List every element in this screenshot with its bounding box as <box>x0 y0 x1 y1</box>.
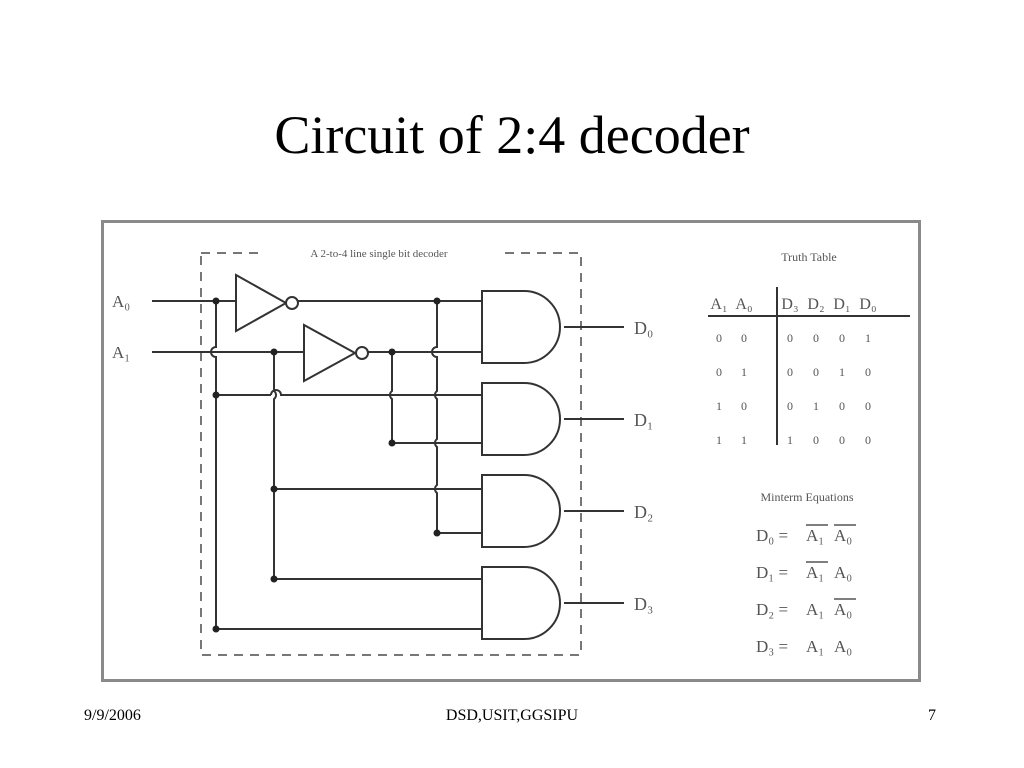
truth-table-cell: 0 <box>787 331 793 345</box>
truth-table-cell: 1 <box>716 399 722 413</box>
truth-table-cell: 0 <box>716 365 722 379</box>
output-label-d0: D₀ <box>634 318 653 338</box>
truth-table-header: D₂ <box>807 296 824 313</box>
output-label-d2: D₂ <box>634 502 653 522</box>
equation-term: A₁ <box>806 526 824 545</box>
and-gate-d3 <box>481 566 561 640</box>
truth-table-cell: 0 <box>839 433 845 447</box>
truth-table-cell: 0 <box>813 433 819 447</box>
minterm-title: Minterm Equations <box>761 490 854 504</box>
minterm-equation: D₃ = A₁ A₀ <box>756 637 852 656</box>
truth-table-cell: 0 <box>865 433 871 447</box>
input-label-a1: A₁ <box>112 343 130 362</box>
footer-page-number: 7 <box>928 707 936 724</box>
truth-table-cell: 0 <box>741 331 747 345</box>
equation-term: A₁ <box>806 563 824 582</box>
not-gate-a1 <box>303 323 369 383</box>
minterm-equations: Minterm Equations D₀ = A₁ A₀ D₁ = A₁ A₀ D₂ = A₁… <box>756 490 856 656</box>
truth-table-cell: 0 <box>865 399 871 413</box>
truth-table-header: A₁ <box>710 296 727 313</box>
truth-table-cell: 0 <box>787 399 793 413</box>
footer-date: 9/9/2006 <box>84 707 141 724</box>
truth-table-cell: 1 <box>787 433 793 447</box>
equation-lhs: D₂ = <box>756 600 788 619</box>
truth-table-cell: 1 <box>741 365 747 379</box>
and-gate-d1 <box>481 382 561 456</box>
truth-table-cell: 0 <box>813 365 819 379</box>
footer-center: DSD,USIT,GGSIPU <box>445 707 579 724</box>
truth-table-header: A₀ <box>735 296 752 313</box>
equation-term: A₀ <box>834 637 852 656</box>
truth-table-row: 1 0 0 1 0 0 <box>716 399 871 413</box>
input-label-a0: A₀ <box>112 292 130 311</box>
slide-title: Circuit of 2:4 decoder <box>274 105 750 165</box>
decoder-figure: A 2-to-4 line single bit decoder <box>101 220 921 682</box>
truth-table-cell: 1 <box>865 331 871 345</box>
decoder-boundary <box>200 252 582 656</box>
truth-table-header: D₃ <box>781 296 798 313</box>
truth-table-header: D₁ <box>833 296 850 313</box>
truth-table-cell: 0 <box>787 365 793 379</box>
truth-table-row: 0 0 0 0 0 1 <box>716 331 871 345</box>
junction-dots <box>212 297 441 633</box>
truth-table-header: D₀ <box>859 296 876 313</box>
truth-table-cell: 0 <box>839 331 845 345</box>
truth-table-cell: 0 <box>813 331 819 345</box>
truth-table-cell: 1 <box>716 433 722 447</box>
decoder-block-label: A 2-to-4 line single bit decoder <box>310 248 447 260</box>
and-gate-d2 <box>481 474 561 548</box>
not-gate-a0 <box>235 273 299 333</box>
equation-lhs: D₁ = <box>756 563 788 582</box>
truth-table-row: 1 1 1 0 0 0 <box>716 433 871 447</box>
minterm-equation: D₂ = A₁ A₀ <box>756 598 856 619</box>
truth-table-title: Truth Table <box>781 250 837 264</box>
equation-term: A₁ <box>806 637 824 656</box>
decoder-circuit-diagram: A 2-to-4 line single bit decoder <box>112 243 910 656</box>
truth-table-cell: 0 <box>865 365 871 379</box>
output-label-d3: D₃ <box>634 594 653 614</box>
minterm-equation: D₀ = A₁ A₀ <box>756 524 856 545</box>
equation-term: A₁ <box>806 600 824 619</box>
output-label-d1: D₁ <box>634 410 653 430</box>
equation-lhs: D₀ = <box>756 526 788 545</box>
truth-table-cell: 0 <box>839 399 845 413</box>
and-gate-d0 <box>481 290 561 364</box>
wires <box>152 300 624 630</box>
equation-term: A₀ <box>834 600 852 619</box>
equation-term: A₀ <box>834 526 852 545</box>
truth-table-cell: 1 <box>839 365 845 379</box>
truth-table-cell: 1 <box>813 399 819 413</box>
equation-lhs: D₃ = <box>756 637 788 656</box>
truth-table-row: 0 1 0 0 1 0 <box>716 365 871 379</box>
truth-table-cell: 0 <box>716 331 722 345</box>
truth-table-cell: 1 <box>741 433 747 447</box>
equation-term: A₀ <box>834 563 852 582</box>
truth-table-cell: 0 <box>741 399 747 413</box>
minterm-equation: D₁ = A₁ A₀ <box>756 561 852 582</box>
